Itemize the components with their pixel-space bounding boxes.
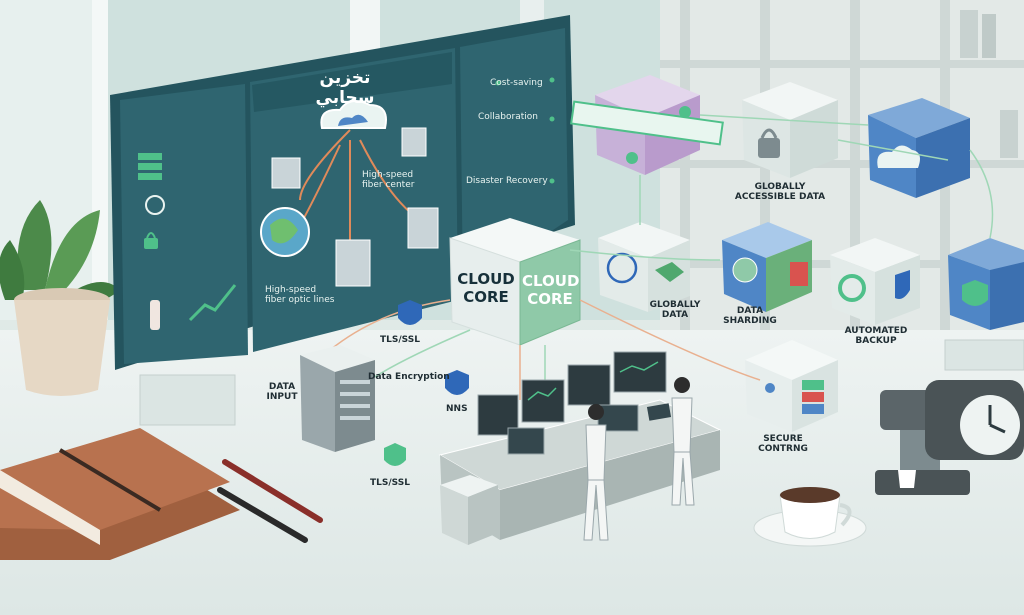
monitor-screen <box>507 427 545 455</box>
globe-icon <box>606 252 638 284</box>
lock-icon <box>144 238 158 249</box>
refresh-icon <box>838 274 866 302</box>
shield-icon <box>962 280 988 306</box>
label-data-input: DATA INPUT <box>266 382 298 402</box>
label-globally-accessible-data: GLOBALLY ACCESSIBLE DATA <box>734 182 826 202</box>
server-icon <box>271 157 301 189</box>
panel-network-diagram <box>260 77 555 287</box>
server-icon <box>401 127 427 157</box>
label-tls-ssl-bottom: TLS/SSL <box>370 478 410 488</box>
cloud-core-cube <box>449 218 581 346</box>
shield-check-icon <box>384 443 406 466</box>
label-nns: NNS <box>446 404 468 414</box>
feature-disaster-recovery: Disaster Recovery <box>466 176 548 186</box>
cloud-search-icon <box>145 195 165 215</box>
desk-block <box>944 339 1024 371</box>
monitor-screen <box>567 364 611 406</box>
users-icon <box>765 383 775 393</box>
monitor-screen <box>613 351 667 393</box>
server-stack-icon <box>138 153 162 160</box>
desktop-tower <box>440 475 498 545</box>
shield-icon <box>895 270 910 299</box>
cube-automated-backup <box>830 238 920 325</box>
cube-globally-data <box>598 222 690 312</box>
cube-shield-blue <box>948 238 1024 330</box>
cloud-core-front-label: CLOUD CORE <box>457 270 515 306</box>
cloud-icon <box>877 145 920 168</box>
lock-icon <box>758 138 780 158</box>
bottle-icon <box>150 300 160 330</box>
label-automated-backup: AUTOMATED BACKUP <box>844 326 908 346</box>
pens <box>217 459 323 543</box>
coffee-cup <box>753 487 867 547</box>
label-globally-data: GLOBALLY DATA <box>649 300 701 320</box>
world-map-icon <box>655 262 684 282</box>
tablet <box>646 403 672 421</box>
cube-data-sharding <box>722 222 812 312</box>
cube-cloud <box>868 98 970 198</box>
growth-chart-icon <box>188 284 237 322</box>
label-tls-ssl-top: TLS/SSL <box>380 335 420 345</box>
checkmark-icon <box>679 106 691 118</box>
label-secure-control: SECURE CONTRNG <box>758 434 808 454</box>
server-icon <box>335 239 371 287</box>
cloud-storage-monitor <box>110 15 575 370</box>
shield-check-icon <box>398 300 422 325</box>
monitor-screen <box>521 379 565 423</box>
operator-man <box>646 377 695 506</box>
verified-bar <box>570 100 724 146</box>
cloud-icon <box>320 100 387 129</box>
feature-collaboration: Collaboration <box>478 112 538 122</box>
server-icon <box>407 207 439 249</box>
panel-icons <box>138 153 237 330</box>
connection-lines <box>329 114 994 400</box>
operator-woman <box>583 404 609 541</box>
fiber-lines-label: High-speed fiber optic lines <box>265 285 335 305</box>
feature-cost-saving: Cost-saving <box>490 78 543 88</box>
server-rack <box>300 345 375 452</box>
checkmark-icon <box>626 152 638 164</box>
potted-plant <box>0 200 120 396</box>
panel-title: تخزين سحابي <box>315 68 375 108</box>
notebooks <box>0 428 240 560</box>
label-data-encryption: Data Encryption <box>368 372 450 382</box>
cloud-core-side-label: CLOUD CORE <box>522 272 580 308</box>
fiber-center-label: High-speed fiber center <box>362 170 415 190</box>
shield-check-icon <box>445 370 469 395</box>
cube-globally-accessible <box>742 82 838 178</box>
desk-clock <box>925 380 1024 460</box>
desk-block <box>139 374 236 426</box>
cube-secure-control <box>745 340 838 432</box>
label-data-sharding: DATA SHARDING <box>723 306 777 326</box>
